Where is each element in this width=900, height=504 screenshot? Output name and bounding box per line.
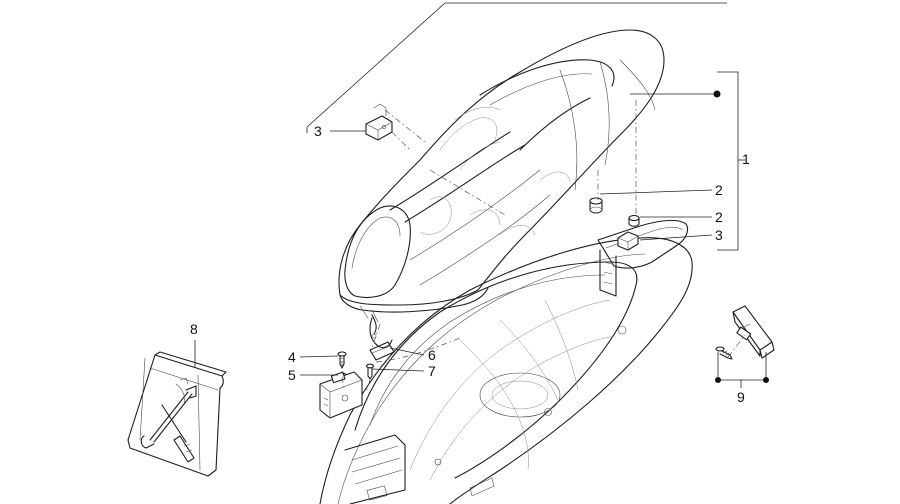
seat-latch-6 (319, 371, 363, 419)
cover-plug (732, 305, 775, 359)
callout-8: 8 (190, 321, 198, 337)
screw-7 (365, 363, 375, 380)
rubber-bump-stop-lower (628, 214, 640, 227)
assembly-axes (341, 100, 746, 393)
tool-kit-bag (127, 351, 227, 477)
seat-lock-cable (369, 317, 395, 361)
saddle-seat (338, 29, 665, 339)
hinge-bracket-lower (617, 231, 639, 251)
cover-plug-screw (715, 346, 733, 360)
scooter-body-frame (319, 219, 693, 504)
callout-3-upper: 3 (314, 123, 322, 139)
hinge-bracket-upper (365, 103, 393, 141)
callout-7: 7 (428, 363, 436, 379)
callout-3-lower: 3 (715, 227, 723, 243)
callout-2-lower: 2 (715, 209, 723, 225)
callout-labels: 1 2 2 3 3 4 5 6 7 8 9 (190, 123, 750, 405)
assembly-bracket-1 (306, 2, 745, 251)
callout-1: 1 (742, 151, 750, 167)
leader-lines (194, 90, 769, 388)
callout-6: 6 (428, 347, 436, 363)
callout-4: 4 (288, 349, 296, 365)
callout-5: 5 (288, 367, 296, 383)
callout-9: 9 (737, 389, 745, 405)
rubber-bump-stop-upper (589, 197, 603, 214)
callout-2-upper: 2 (715, 182, 723, 198)
